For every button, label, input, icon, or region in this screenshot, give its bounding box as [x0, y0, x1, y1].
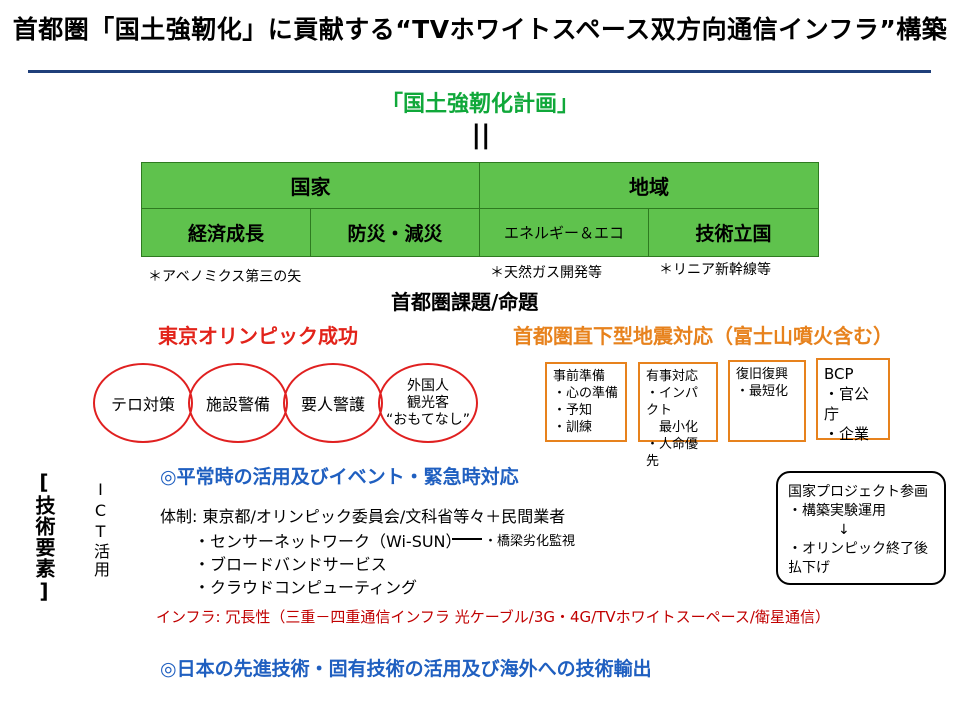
subtitle: 首都圏課題/命題 [391, 290, 539, 314]
box-line: ・企業 [824, 425, 870, 443]
plan-title: 「国土強靭化計画」 [380, 92, 579, 117]
box-line: ・人命優先 [646, 437, 699, 469]
note-abenomics: ＊アベノミクス第三の矢 [148, 269, 302, 285]
section-normal-emergency: ◎平常時の活用及びイベント・緊急時対応 [160, 466, 519, 488]
box-line: ・予知 [553, 403, 593, 418]
note-natural-gas: ＊天然ガス開発等 [490, 265, 602, 281]
infra-line: インフラ: 冗長性（三重－四重通信インフラ 光ケーブル/3G・4G/TVホワイト… [156, 608, 830, 626]
category-grid: 国家 地域 経済成長 防災・減災 エネルギー＆エコ 技術立国 [141, 162, 819, 257]
note-linear: ＊リニア新幹線等 [659, 262, 771, 278]
grid-cell-national: 国家 [142, 163, 480, 209]
tech-bracket-label: [技術要素] [32, 470, 56, 604]
box-head: 事前準備 [553, 369, 606, 384]
circle-tourist: 外国人 観光客 “おもてなし” [378, 363, 478, 443]
box-line: 最小化 [646, 420, 699, 435]
box-head: 有事対応 [646, 369, 699, 384]
quake-box-prepare: 事前準備 ・心の準備 ・予知 ・訓練 [545, 362, 627, 442]
item-bridge-monitor: ・橋梁劣化監視 [484, 534, 576, 549]
project-line: 払下げ [788, 560, 830, 576]
item-sensor: ・センサーネットワーク（Wi-SUN） [194, 532, 462, 551]
box-line: ・官公庁 [824, 385, 870, 423]
olympic-title: 東京オリンピック成功 [158, 324, 358, 348]
box-line: ・最短化 [736, 384, 789, 399]
grid-cell-energy: エネルギー＆エコ [480, 209, 649, 256]
item-broadband: ・ブロードバンドサービス [194, 555, 387, 574]
section-tech-export: ◎日本の先進技術・固有技術の活用及び海外への技術輸出 [160, 658, 652, 680]
box-head: BCP [824, 365, 854, 383]
box-head: 復旧復興 [736, 367, 789, 382]
grid-cell-disaster: 防災・減災 [311, 209, 480, 256]
grid-cell-economy: 経済成長 [142, 209, 311, 256]
quake-box-bcp: BCP ・官公庁 ・企業 [816, 358, 890, 443]
down-arrow-icon: ↓ [838, 522, 850, 538]
project-line: ・オリンピック終了後 [788, 541, 928, 557]
box-line: ・心の準備 [553, 386, 619, 401]
box-line: ・インパクト [646, 386, 699, 418]
circle-terror: テロ対策 [93, 363, 193, 443]
grid-cell-technology: 技術立国 [695, 223, 772, 245]
national-project-box: 国家プロジェクト参画 ・構築実験運用 ↓ ・オリンピック終了後 払下げ [776, 471, 946, 585]
quake-box-recovery: 復旧復興 ・最短化 [728, 360, 806, 442]
title-divider [28, 70, 931, 73]
project-line: 国家プロジェクト参画 [788, 484, 928, 500]
circle-vip: 要人警護 [283, 363, 383, 443]
item-cloud: ・クラウドコンピューティング [194, 578, 418, 597]
grid-cell-regional: 地域 [480, 163, 818, 209]
regime-line: 体制: 東京都/オリンピック委員会/文科省等々＋民間業者 [160, 507, 566, 526]
ict-label: ICT活用 [91, 480, 110, 579]
circle-facility: 施設警備 [188, 363, 288, 443]
project-line: ・構築実験運用 [788, 503, 886, 519]
connector-line [452, 538, 482, 540]
equals-sign: || [471, 120, 491, 150]
quake-title: 首都圏直下型地震対応（富士山噴火含む） [513, 324, 893, 348]
quake-box-emergency: 有事対応 ・インパクト 最小化 ・人命優先 [638, 362, 718, 469]
page-title: 首都圏「国土強靭化」に貢献する“TVホワイトスペース双方向通信インフラ”構築 [12, 15, 948, 44]
box-line: ・訓練 [553, 420, 593, 435]
